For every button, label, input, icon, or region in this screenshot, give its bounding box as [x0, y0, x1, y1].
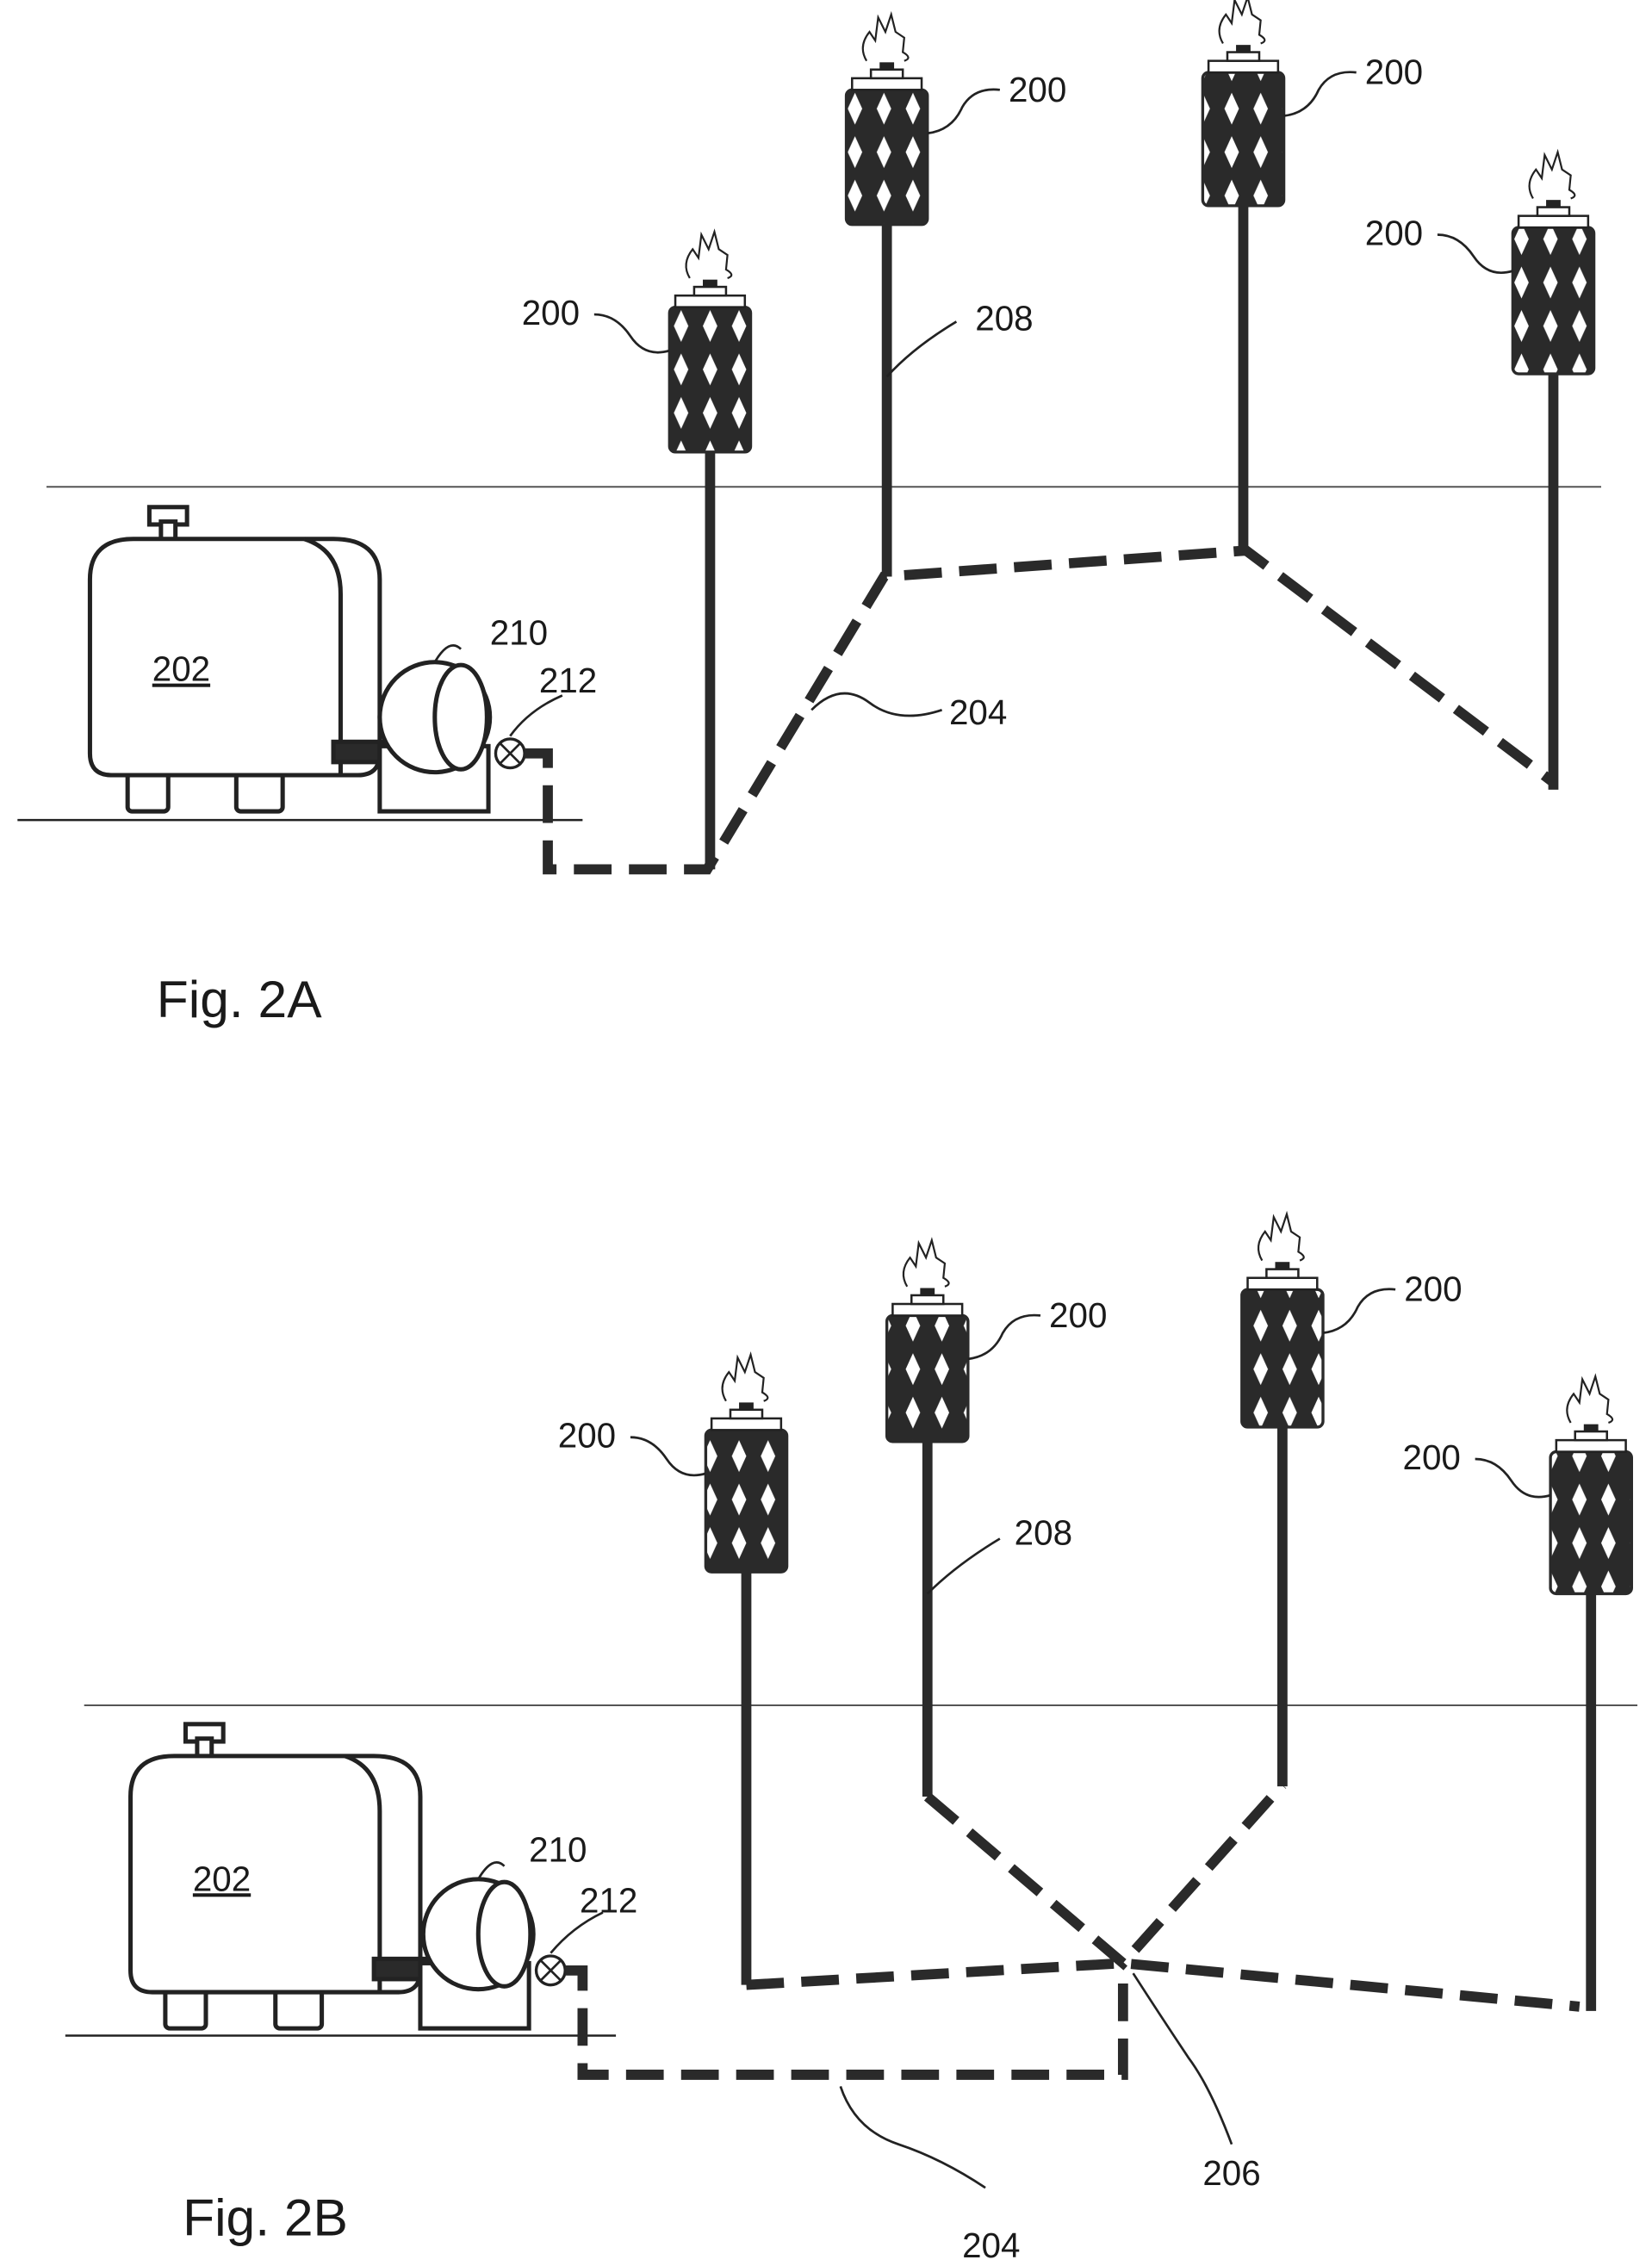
- main-line-label: 204: [949, 692, 1007, 732]
- flame-icon: [904, 1240, 949, 1287]
- fuel-tank: 202: [90, 507, 379, 811]
- torch-label: 200: [1404, 1270, 1462, 1309]
- figure-2b: 202 210 212 204 206 200 200 200 200 208 Fig…: [65, 1214, 1637, 2265]
- torch: 200: [1365, 152, 1594, 790]
- pump-label: 210: [490, 613, 548, 653]
- riser-label: 208: [975, 299, 1033, 338]
- torch: 200: [1242, 1214, 1463, 1786]
- branch-line-inner: [928, 1785, 1282, 1964]
- junction-label: 206: [1202, 2153, 1260, 2193]
- torch-canister: [705, 1430, 786, 1572]
- torch: 200: [887, 1240, 1108, 1797]
- main-supply-line: [565, 1967, 1123, 2074]
- torch-label: 200: [558, 1416, 616, 1456]
- figure-caption: Fig. 2B: [183, 2188, 348, 2247]
- torch-label: 200: [1049, 1295, 1107, 1335]
- flame-icon: [863, 15, 909, 61]
- torch-canister: [887, 1315, 968, 1441]
- flame-icon: [1220, 0, 1265, 43]
- flame-icon: [723, 1355, 768, 1401]
- figure-2a: 202 210 212 204 200 200 200 200 208 Fig. 2A: [17, 0, 1601, 1028]
- torch-label: 200: [1009, 70, 1066, 109]
- flame-icon: [1530, 152, 1575, 199]
- figure-caption: Fig. 2A: [157, 970, 322, 1028]
- torch-label: 200: [1365, 213, 1423, 252]
- torch: 200: [847, 15, 1067, 577]
- torch-canister: [1550, 1452, 1631, 1594]
- valve-label: 212: [539, 661, 597, 700]
- valve-label: 212: [580, 1881, 637, 1921]
- main-line-label: 204: [962, 2226, 1020, 2265]
- torch-canister: [1202, 72, 1283, 206]
- torch: 200: [1403, 1376, 1632, 2011]
- tank-label: 202: [193, 1859, 251, 1898]
- main-supply-line: [525, 550, 1553, 869]
- pump-label: 210: [529, 1830, 587, 1870]
- torch-label: 200: [522, 293, 580, 332]
- torch-label: 200: [1403, 1437, 1461, 1477]
- flame-icon: [1258, 1214, 1304, 1261]
- branch-line-outer: [746, 1963, 1579, 2006]
- flame-icon: [1567, 1376, 1612, 1423]
- torch-canister: [1512, 227, 1593, 374]
- torch-canister: [847, 90, 928, 224]
- torch-canister: [1242, 1289, 1323, 1427]
- tank-label: 202: [152, 649, 210, 689]
- torch: 200: [1202, 0, 1423, 554]
- fuel-tank: 202: [131, 1724, 420, 2028]
- torch-label: 200: [1365, 53, 1423, 92]
- torch-canister: [669, 307, 750, 452]
- torch: 200: [522, 232, 751, 869]
- flame-icon: [686, 232, 732, 278]
- riser-label: 208: [1015, 1512, 1072, 1552]
